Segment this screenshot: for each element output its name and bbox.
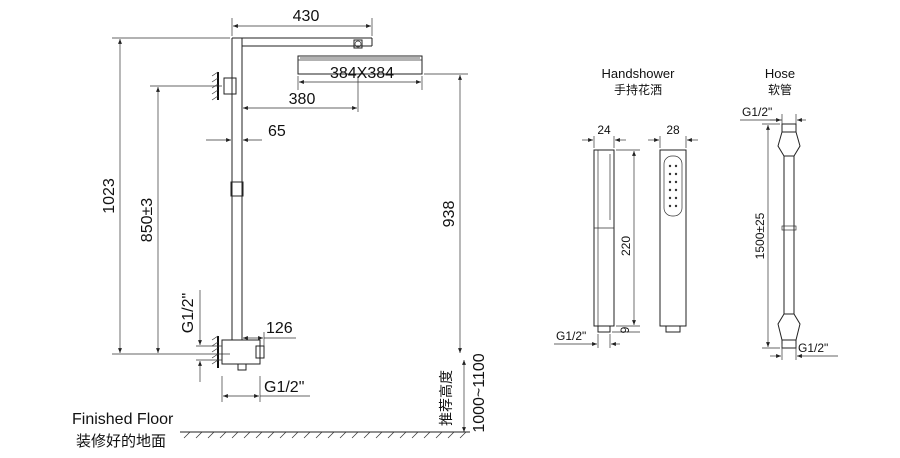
mixer-width-label: 126	[266, 320, 293, 337]
hose-top-nut	[781, 123, 797, 133]
hose-length-label: 1500±25	[753, 212, 767, 259]
wall-hatch-bottom	[211, 335, 219, 365]
slide-connector	[230, 181, 244, 197]
floor-hatch	[183, 431, 467, 439]
wall-offset-label: 65	[268, 123, 286, 140]
floor-label-cn: 装修好的地面	[76, 432, 166, 450]
hose-title-cn: 软管	[768, 82, 792, 97]
handshower-title-cn: 手持花洒	[614, 82, 662, 97]
outlet-height-label: 850±3	[139, 198, 156, 242]
hose-drawing: Hose 软管 G1/2" 1500±25 G1/2"	[740, 66, 838, 360]
handshower-width-side-label: 24	[597, 123, 611, 137]
handshower-thread-label: G1/2"	[556, 329, 586, 343]
head-size-label: 384X384	[330, 65, 394, 82]
inlet-thread-label: G1/2"	[180, 293, 197, 333]
spray-nozzles	[668, 164, 678, 208]
hose-top-cone	[777, 131, 801, 157]
shower-column-drawing: 430 384X384 380 65 1023 850±3 938 G1/2"	[101, 8, 488, 433]
spray-face	[663, 155, 683, 217]
handshower-length-label: 220	[619, 236, 633, 256]
overall-height-label: 1023	[101, 178, 118, 214]
handshower-side-view	[593, 149, 615, 327]
hose-bottom-thread-label: G1/2"	[798, 341, 828, 355]
shower-head	[297, 55, 423, 75]
wall-hatch-top	[211, 71, 219, 101]
handshower-title-en: Handshower	[602, 66, 676, 81]
recommended-height-cn: 推荐高度	[438, 370, 455, 426]
hose-bottom-cone	[777, 313, 801, 341]
head-connector	[353, 39, 363, 49]
hose-top-thread-label: G1/2"	[742, 105, 772, 119]
hose-title-en: Hose	[765, 66, 795, 81]
mixer-outlet	[237, 363, 247, 371]
wall-bracket	[223, 77, 237, 95]
floor-label-en: Finished Floor	[72, 411, 174, 428]
mixer-thread-label: G1/2"	[264, 379, 304, 396]
riser-height-label: 938	[441, 201, 458, 228]
handshower-drawing: Handshower 手持花洒 24 28	[554, 66, 698, 348]
arm-length-label: 430	[293, 8, 320, 25]
head-offset-label: 380	[289, 91, 316, 108]
handshower-base-label: 9	[618, 326, 632, 333]
mixer-body	[221, 339, 261, 365]
hose-bottom-nut	[781, 339, 797, 349]
recommended-height-label: 1000~1100	[471, 353, 488, 432]
finished-floor: Finished Floor 装修好的地面	[72, 411, 470, 450]
handshower-width-front-label: 28	[666, 123, 680, 137]
